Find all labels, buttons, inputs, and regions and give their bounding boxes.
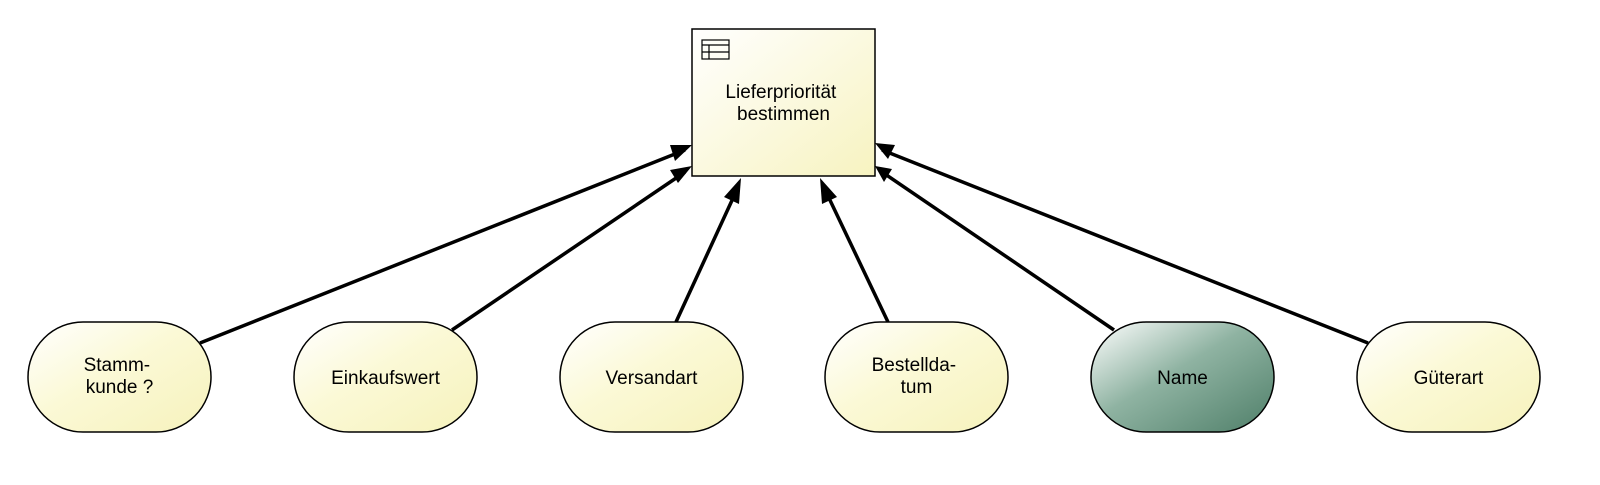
input-node-name[interactable]: Name: [1090, 321, 1275, 433]
requirement-arrows: [199, 148, 1369, 345]
arrow-einkaufswert: [451, 170, 686, 332]
input-node-einkaufswert[interactable]: Einkaufswert: [293, 321, 478, 433]
arrow-versandart: [674, 195, 736, 323]
decision-label-line-1: Lieferpriorität: [725, 82, 837, 103]
arrowhead-bestelldatum: [820, 178, 837, 204]
input-label-line-1: Versandart: [606, 368, 699, 389]
input-node-gueterart[interactable]: Güterart: [1356, 321, 1541, 433]
arrow-name: [884, 172, 1115, 332]
input-shape: [559, 321, 744, 433]
input-shape: [27, 321, 212, 433]
arrowhead-einkaufswert: [670, 166, 692, 183]
input-label: Güterart: [1414, 368, 1484, 389]
decision-node[interactable]: Lieferpriorität bestimmen: [691, 28, 876, 177]
input-shape: [824, 321, 1009, 433]
arrow-heads: [670, 143, 895, 204]
input-label: Bestellda- tum: [872, 355, 962, 398]
decision-label-line-2: bestimmen: [737, 104, 830, 125]
arrowhead-gueterart: [875, 143, 895, 159]
arrowhead-versandart: [724, 178, 741, 204]
input-label: Versandart: [606, 368, 699, 389]
input-label-line-1: Stamm-: [84, 355, 151, 376]
input-node-stammkunde[interactable]: Stamm- kunde ?: [27, 321, 212, 433]
input-label-line-2: tum: [901, 377, 933, 398]
input-shape: [1090, 321, 1275, 433]
arrow-stammkunde: [199, 148, 686, 345]
decision-box: [691, 28, 876, 177]
arrow-gueterart: [881, 148, 1369, 345]
input-shape: [1356, 321, 1541, 433]
arrow-bestelldatum: [826, 195, 890, 323]
input-node-versandart[interactable]: Versandart: [559, 321, 744, 433]
input-label: Stamm- kunde ?: [84, 355, 156, 398]
arrowhead-name: [875, 166, 892, 182]
input-shape: [293, 321, 478, 433]
input-label: Einkaufswert: [331, 368, 440, 389]
input-label: Name: [1157, 368, 1208, 389]
input-node-bestelldatum[interactable]: Bestellda- tum: [824, 321, 1009, 433]
input-label-line-1: Einkaufswert: [331, 368, 440, 389]
input-label-line-1: Name: [1157, 368, 1208, 389]
arrowhead-stammkunde: [670, 145, 692, 161]
input-label-line-1: Güterart: [1414, 368, 1484, 389]
input-label-line-1: Bestellda-: [872, 355, 957, 376]
decision-label: Lieferpriorität bestimmen: [725, 82, 841, 125]
table-icon: [701, 39, 730, 60]
input-label-line-2: kunde ?: [86, 377, 154, 398]
